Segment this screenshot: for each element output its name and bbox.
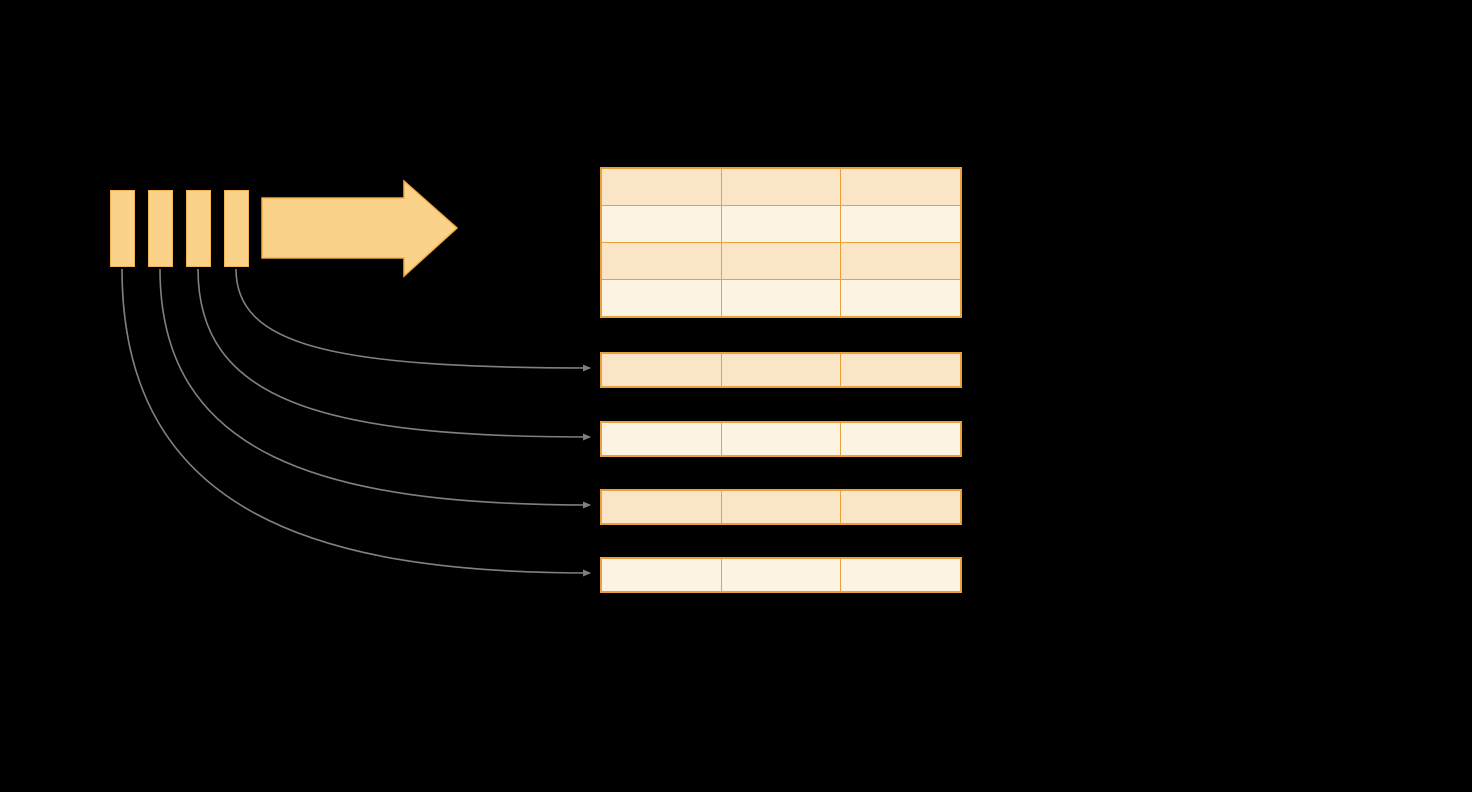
- source-bar-1: [110, 190, 135, 267]
- connector-arrow-3: [159, 268, 591, 509]
- table-cell: [721, 169, 841, 205]
- main-table: [600, 167, 962, 318]
- source-bar-4: [224, 190, 249, 267]
- table-cell: [602, 354, 721, 386]
- connector-arrow-4: [121, 268, 591, 577]
- row-table-4: [600, 557, 962, 593]
- source-bar-2: [148, 190, 173, 267]
- table-cell: [721, 206, 841, 242]
- table-cell: [841, 354, 960, 386]
- row-table-1: [600, 352, 962, 388]
- table-cell: [841, 280, 960, 316]
- table-cell: [841, 559, 960, 591]
- table-cell: [841, 491, 960, 523]
- row-table-2: [600, 421, 962, 457]
- table-cell: [841, 243, 960, 279]
- table-cell: [721, 559, 841, 591]
- table-cell: [721, 491, 841, 523]
- table-cell: [841, 423, 960, 455]
- table-cell: [841, 169, 960, 205]
- table-cell: [602, 206, 721, 242]
- flow-arrow-icon: [261, 179, 459, 278]
- source-bar-3: [186, 190, 211, 267]
- table-cell: [602, 169, 721, 205]
- table-cell: [841, 206, 960, 242]
- table-cell: [721, 354, 841, 386]
- table-cell: [602, 423, 721, 455]
- table-cell: [721, 243, 841, 279]
- table-cell: [602, 243, 721, 279]
- row-table-3: [600, 489, 962, 525]
- table-cell: [721, 280, 841, 316]
- connector-arrow-1: [235, 268, 591, 372]
- table-cell: [721, 423, 841, 455]
- table-cell: [602, 491, 721, 523]
- table-cell: [602, 280, 721, 316]
- table-cell: [602, 559, 721, 591]
- connector-arrow-2: [197, 268, 591, 441]
